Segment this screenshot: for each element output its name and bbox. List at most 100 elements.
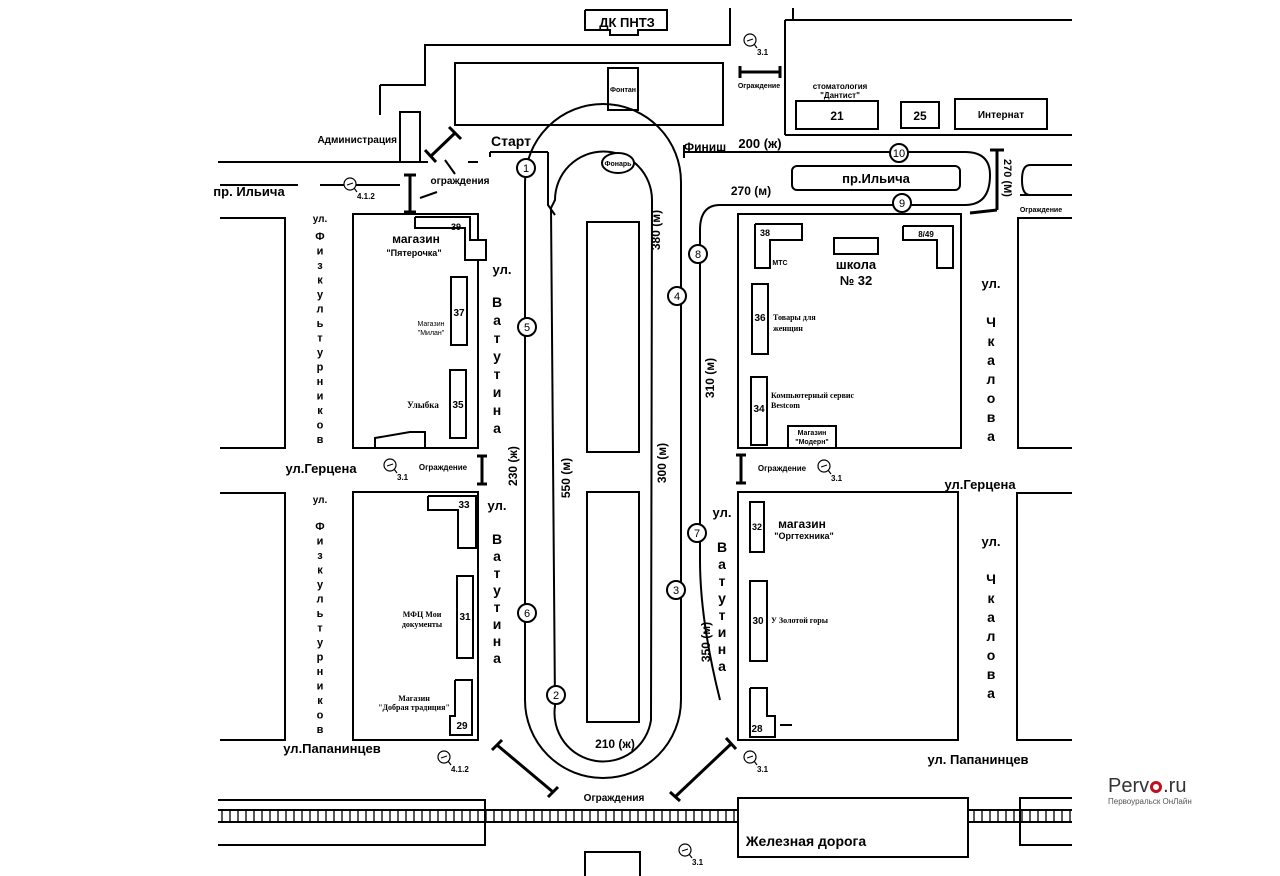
street-letter: т bbox=[317, 623, 323, 635]
fence-gertsena-left-label: Ограждение bbox=[419, 463, 468, 472]
street-letter: к bbox=[317, 405, 323, 417]
street-letter: р bbox=[317, 652, 324, 664]
building-31 bbox=[456, 575, 474, 659]
finish-distance: 200 (ж) bbox=[738, 136, 781, 151]
street-letter: л bbox=[987, 371, 996, 387]
building-36 bbox=[751, 283, 769, 355]
fizkult-prefix-bottom: ул. bbox=[313, 495, 328, 506]
vatutina-prefix-top: ул. bbox=[493, 262, 512, 277]
street-letter: н bbox=[317, 666, 324, 678]
far-left-block-bottom bbox=[220, 492, 286, 741]
track-center-top bbox=[586, 221, 640, 453]
administration-label: Администрация bbox=[317, 135, 397, 146]
building-31-label: МФЦ Мои bbox=[403, 610, 442, 619]
street-letter: и bbox=[493, 616, 502, 632]
checkpoint-number: 6 bbox=[524, 608, 530, 620]
far-left-block-top bbox=[220, 217, 286, 449]
checkpoint-number: 9 bbox=[899, 198, 905, 210]
school-label-2: № 32 bbox=[840, 273, 873, 288]
dentistry-label-2: "Дантист" bbox=[820, 91, 860, 100]
fence-gertsena-right-label: Ограждение bbox=[758, 464, 807, 473]
track-center-bottom bbox=[586, 491, 640, 723]
building-33 bbox=[427, 495, 477, 549]
street-letter: н bbox=[493, 402, 501, 418]
street-letter: к bbox=[317, 695, 323, 707]
street-letter: т bbox=[719, 607, 726, 623]
building-28-number: 28 bbox=[751, 724, 763, 735]
building-30 bbox=[749, 580, 768, 662]
road-sign-code: 3.1 bbox=[757, 48, 769, 57]
building-34-label2: Bestcom bbox=[771, 401, 800, 410]
street-letter: в bbox=[317, 724, 324, 736]
street-letter: з bbox=[317, 260, 323, 272]
street-letter: о bbox=[987, 647, 996, 663]
street-letter: а bbox=[987, 685, 995, 701]
gertsena-left-label: ул.Герцена bbox=[285, 461, 357, 476]
street-letter: В bbox=[717, 539, 727, 555]
street-letter: о bbox=[987, 390, 996, 406]
street-letter: у bbox=[493, 348, 501, 364]
street-letter: Ф bbox=[315, 521, 324, 533]
street-letter: л bbox=[317, 304, 324, 316]
building-31-number: 31 bbox=[459, 612, 471, 623]
building-37 bbox=[450, 276, 468, 346]
finish-label: Финиш bbox=[684, 140, 726, 154]
street-letter: и bbox=[493, 384, 502, 400]
administration-building bbox=[399, 111, 421, 163]
checkpoint-circle bbox=[517, 317, 537, 337]
distance-210: 210 (ж) bbox=[595, 737, 635, 751]
fountain bbox=[607, 67, 639, 111]
fences-bottom-label: Ограждения bbox=[584, 793, 645, 804]
road-sign-code: 3.1 bbox=[831, 474, 843, 483]
railway-station-block bbox=[737, 797, 969, 858]
street-letter: з bbox=[317, 550, 323, 562]
modern-shop-label: Магазин bbox=[798, 430, 827, 437]
lantern-label: Фонарь bbox=[605, 161, 633, 168]
street-letter: ь bbox=[317, 318, 324, 330]
far-right-block-bottom bbox=[1016, 492, 1072, 741]
fizkult-prefix-top: ул. bbox=[313, 214, 328, 225]
building-30-number: 30 bbox=[752, 616, 764, 627]
fence-bottom-right bbox=[674, 742, 733, 798]
street-letter: В bbox=[492, 531, 502, 547]
street-letter: у bbox=[317, 289, 324, 301]
distance-270m: 270 (м) bbox=[731, 184, 771, 198]
fence-bottom-left bbox=[496, 743, 554, 794]
fountain-block bbox=[454, 62, 724, 126]
checkpoint-number: 7 bbox=[694, 528, 700, 540]
chkalova-prefix-top: ул. bbox=[982, 276, 1001, 291]
ilyicha-center-label: пр.Ильича bbox=[842, 171, 911, 186]
street-letter: л bbox=[987, 628, 996, 644]
route-start-segment bbox=[547, 152, 556, 216]
checkpoint-number: 5 bbox=[524, 322, 530, 334]
logo-text-2: .ru bbox=[1163, 775, 1187, 797]
street-letter: Ч bbox=[986, 571, 996, 587]
street-letter: а bbox=[987, 428, 995, 444]
dentistry-label-1: стоматология bbox=[813, 82, 868, 91]
gertsena-right-label: ул.Герцена bbox=[944, 477, 1016, 492]
street-letter: у bbox=[317, 347, 324, 359]
street-letter: к bbox=[317, 275, 323, 287]
street-letter: в bbox=[317, 434, 324, 446]
building-29-label2: "Добрая традиция" bbox=[378, 703, 450, 712]
checkpoint-circle bbox=[546, 685, 566, 705]
building-34-number: 34 bbox=[753, 404, 765, 415]
street-letter: в bbox=[987, 666, 996, 682]
modern-shop bbox=[787, 425, 837, 449]
distance-380: 380 (м) bbox=[649, 210, 663, 250]
fence-admin-1 bbox=[429, 131, 457, 158]
street-letter: т bbox=[494, 599, 501, 615]
street-letter: ь bbox=[317, 608, 324, 620]
building-36-label: Товары для bbox=[773, 313, 816, 322]
building-25-number: 25 bbox=[913, 109, 927, 123]
building-36-number: 36 bbox=[754, 313, 766, 324]
building-29-label: Магазин bbox=[398, 694, 430, 703]
building-32-label: магазин bbox=[778, 517, 826, 531]
school-building bbox=[833, 237, 879, 255]
building-21 bbox=[795, 100, 879, 130]
fences-label: ограждения bbox=[431, 176, 490, 187]
